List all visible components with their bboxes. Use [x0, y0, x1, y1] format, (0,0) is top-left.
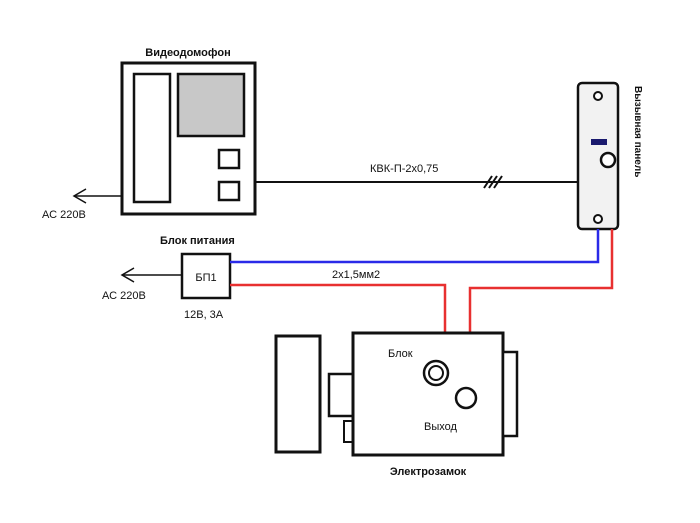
- psu-rating: 12В, 3А: [184, 309, 224, 321]
- electric-lock: [274, 331, 519, 457]
- lock-block-label: Блок: [388, 348, 413, 360]
- ac-label-top: АС 220В: [42, 209, 86, 221]
- lock-exit-label: Выход: [424, 421, 457, 433]
- psu-box: [180, 252, 232, 300]
- red-wire-psu: [230, 283, 447, 335]
- lock-strike-plate: [274, 334, 322, 454]
- lock-cylinder-inner: [428, 365, 444, 381]
- lock-side-plate: [501, 350, 519, 438]
- call-panel-screw-bottom: [593, 214, 603, 224]
- call-panel-screw-top: [593, 91, 603, 101]
- cable-label: КВК-П-2х0,75: [370, 163, 438, 175]
- blue-wire: [230, 229, 600, 264]
- monitor-handset: [132, 72, 172, 204]
- wire-label: 2х1,5мм2: [332, 269, 380, 281]
- intercom-title: Видеодомофон: [145, 47, 231, 59]
- psu-title: Блок питания: [160, 235, 235, 247]
- lock-bolt-upper: [327, 372, 355, 418]
- psu-box-label: БП1: [195, 272, 216, 284]
- video-intercom-monitor: [120, 61, 257, 216]
- intercom-cable: [255, 175, 583, 189]
- call-panel-label: Вызывная панель: [632, 86, 643, 177]
- monitor-button-bottom: [217, 180, 241, 202]
- monitor-screen: [176, 72, 246, 138]
- call-panel-call-button: [599, 151, 617, 169]
- lock-body: [351, 331, 505, 457]
- ac-label-mid: АС 220В: [102, 290, 146, 302]
- ac-input-arrow-mid: [120, 267, 182, 283]
- red-wire-panel: [468, 229, 614, 335]
- monitor-button-top: [217, 148, 241, 170]
- call-panel-camera-slot: [591, 139, 607, 145]
- call-panel: [576, 81, 620, 231]
- ac-input-arrow-top: [72, 188, 122, 204]
- lock-exit-button: [454, 386, 478, 410]
- lock-title: Электрозамок: [390, 466, 467, 478]
